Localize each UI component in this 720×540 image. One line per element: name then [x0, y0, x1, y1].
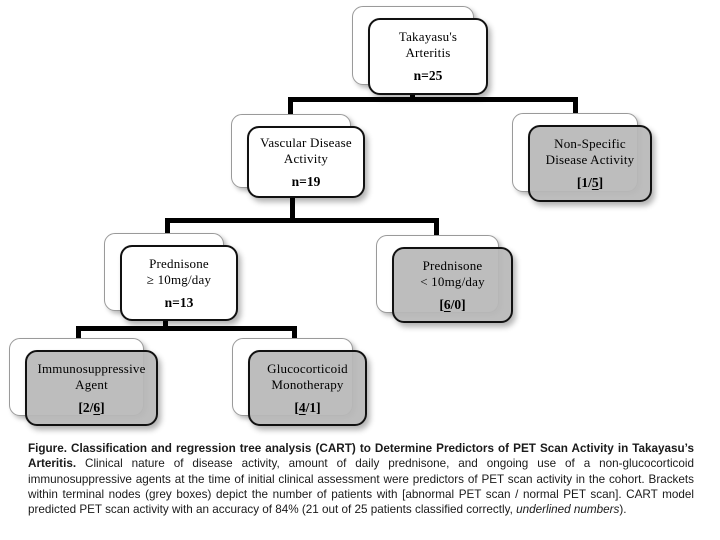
caption-body: Clinical nature of disease activity, amo…	[28, 457, 694, 517]
node-prednisone-low: Prednisone< 10mg/day [6/0]	[376, 235, 513, 323]
bracket-post: /0]	[450, 296, 466, 312]
bracket-post: ]	[100, 399, 105, 415]
caption-title: Figure. Classification and regression tr…	[28, 442, 694, 471]
caption-italic-phrase: underlined numbers	[516, 503, 620, 517]
node-label-line2: Arteritis	[405, 45, 451, 60]
figure-caption: Figure. Classification and regression tr…	[28, 441, 694, 517]
node-label-line2: Activity	[283, 150, 329, 166]
connector-vascular-stub	[290, 194, 295, 223]
node-label-line1: Non-Specific	[554, 136, 626, 151]
node-label-line1: Immunosuppressive	[37, 360, 146, 376]
node-result-bracket: [4/1]	[294, 400, 320, 416]
node-label: Prednisone≥ 10mg/day	[147, 256, 211, 288]
node-label-line2: Monotherapy	[271, 376, 344, 392]
bracket-pre: [	[439, 296, 444, 312]
node-result-bracket: [2/6]	[78, 400, 104, 416]
node-label-line2: Agent	[75, 376, 108, 392]
node-result-bracket: [6/0]	[439, 297, 465, 313]
node-label-line2: < 10mg/day	[420, 273, 485, 289]
node-box: Prednisone< 10mg/day [6/0]	[392, 247, 513, 323]
bracket-underlined-number: 5	[591, 175, 599, 190]
connector-prednisone-stub	[163, 317, 168, 331]
bracket-underlined-number: 6	[443, 296, 451, 312]
node-label-line1: Prednisone	[422, 257, 483, 273]
node-box: Prednisone≥ 10mg/day n=13	[120, 245, 238, 321]
node-label-line1: Prednisone	[149, 255, 209, 271]
bracket-post: /1]	[305, 399, 321, 415]
node-label-line2: Disease Activity	[545, 152, 635, 167]
node-prednisone-high: Prednisone≥ 10mg/day n=13	[104, 233, 238, 321]
node-label-line2: ≥ 10mg/day	[146, 271, 212, 287]
node-count: n=13	[164, 294, 194, 310]
node-count: n=25	[413, 68, 443, 83]
connector-level2-hbar	[165, 218, 439, 223]
node-count: n=19	[291, 173, 321, 189]
bracket-pre: [	[294, 399, 299, 415]
connector-level1-left-stub	[288, 97, 293, 129]
bracket-pre: [1/	[576, 175, 592, 190]
node-label: Prednisone< 10mg/day	[420, 258, 485, 290]
node-label-line1: Takayasu's	[398, 29, 458, 44]
caption-closing: ).	[619, 503, 627, 517]
bracket-post: ]	[598, 175, 604, 190]
connector-level1-hbar	[288, 97, 578, 102]
bracket-underlined-number: 6	[93, 399, 101, 415]
bracket-pre: [2/	[78, 399, 94, 415]
connector-level3-hbar	[76, 326, 297, 331]
node-result-bracket: [1/5]	[577, 175, 603, 191]
node-label-line1: Glucocorticoid	[267, 360, 348, 376]
node-label-line1: Vascular Disease	[260, 134, 352, 150]
bracket-underlined-number: 4	[298, 399, 306, 415]
